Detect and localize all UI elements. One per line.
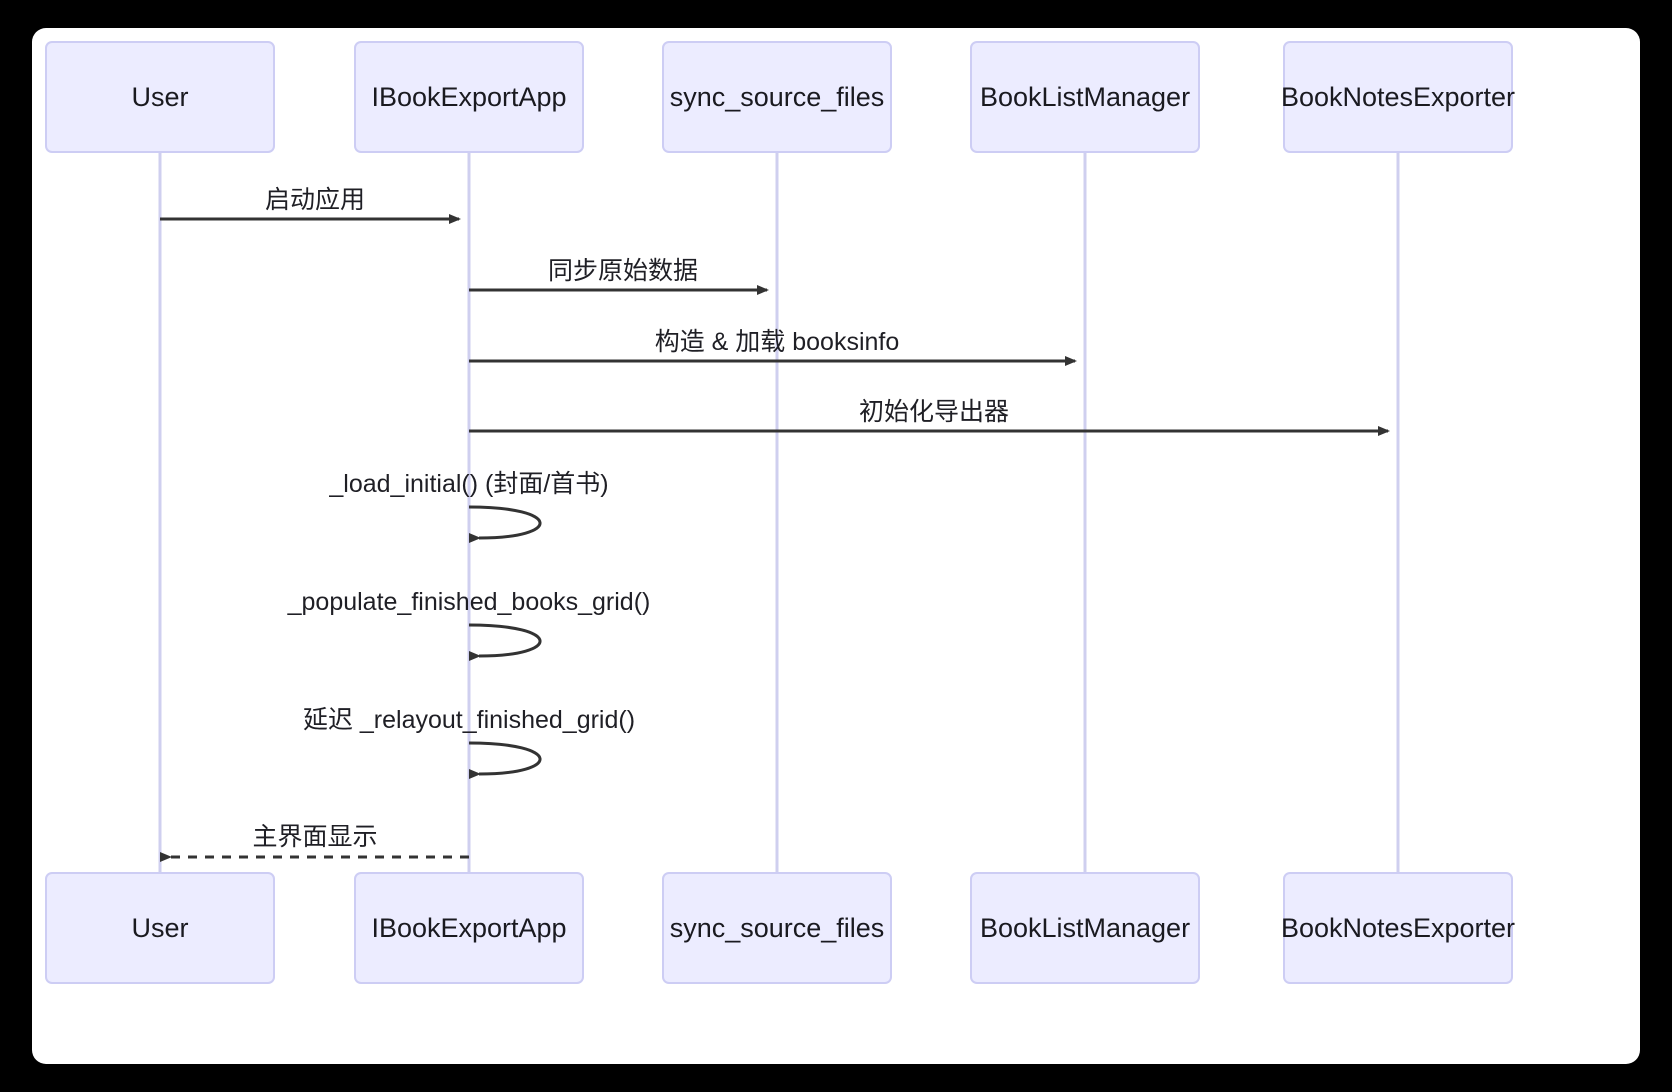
participant-bottom-booklist[interactable]: BookListManager bbox=[970, 872, 1200, 984]
participant-label: BookListManager bbox=[980, 82, 1190, 112]
participants-bottom: User IBookExportApp sync_source_files Bo… bbox=[45, 872, 1515, 984]
participant-label: IBookExportApp bbox=[371, 82, 566, 112]
participant-top-user[interactable]: User bbox=[45, 41, 275, 153]
message-2-sync-raw-data[interactable]: 同步原始数据 bbox=[469, 257, 769, 295]
participant-box[interactable] bbox=[45, 41, 275, 153]
lifelines bbox=[158, 151, 1400, 873]
participant-box[interactable] bbox=[354, 41, 584, 153]
participant-box[interactable] bbox=[45, 872, 275, 984]
message-label: 延迟 _relayout_finished_grid() bbox=[303, 706, 635, 734]
sequence-diagram-svg: User IBookExportApp sync_source_files Bo… bbox=[45, 41, 1515, 984]
participant-box[interactable] bbox=[354, 872, 584, 984]
self-loop-arrow[interactable] bbox=[468, 623, 542, 662]
participant-box[interactable] bbox=[970, 41, 1200, 153]
participant-top-booklist[interactable]: BookListManager bbox=[970, 41, 1200, 153]
participant-box[interactable] bbox=[970, 872, 1200, 984]
participant-bottom-sync[interactable]: sync_source_files bbox=[662, 872, 892, 984]
message-4-init-exporter[interactable]: 初始化导出器 bbox=[469, 398, 1390, 436]
self-loop-arrow[interactable] bbox=[468, 505, 542, 544]
message-label: 构造 & 加载 booksinfo bbox=[655, 328, 900, 356]
participant-box[interactable] bbox=[1283, 41, 1513, 153]
message-label: _load_initial() (封面/首书) bbox=[328, 470, 608, 498]
participant-bottom-app[interactable]: IBookExportApp bbox=[354, 872, 584, 984]
participant-label: BookNotesExporter bbox=[1281, 913, 1515, 943]
message-label: 启动应用 bbox=[265, 186, 365, 214]
participant-label: User bbox=[131, 82, 188, 112]
participants-top: User IBookExportApp sync_source_files Bo… bbox=[45, 41, 1515, 153]
message-label: 初始化导出器 bbox=[859, 398, 1009, 426]
message-7-relayout-finished-grid-self-call[interactable]: 延迟 _relayout_finished_grid() bbox=[303, 706, 635, 780]
message-3-build-load-booksinfo[interactable]: 构造 & 加载 booksinfo bbox=[469, 328, 1077, 366]
participant-top-exporter[interactable]: BookNotesExporter bbox=[1281, 41, 1515, 153]
message-label: 同步原始数据 bbox=[548, 257, 698, 285]
self-loop-arrow[interactable] bbox=[468, 741, 542, 780]
participant-label: IBookExportApp bbox=[371, 913, 566, 943]
participant-bottom-exporter[interactable]: BookNotesExporter bbox=[1281, 872, 1515, 984]
message-5-load-initial-self-call[interactable]: _load_initial() (封面/首书) bbox=[328, 470, 609, 544]
participant-box[interactable] bbox=[1283, 872, 1513, 984]
message-6-populate-finished-books-grid-self-call[interactable]: _populate_finished_books_grid() bbox=[287, 588, 651, 662]
participant-box[interactable] bbox=[662, 41, 892, 153]
participant-label: sync_source_files bbox=[670, 82, 885, 112]
participant-box[interactable] bbox=[662, 872, 892, 984]
participant-label: User bbox=[131, 913, 188, 943]
participant-label: BookNotesExporter bbox=[1281, 82, 1515, 112]
message-1-start-app[interactable]: 启动应用 bbox=[160, 186, 461, 224]
participant-label: sync_source_files bbox=[670, 913, 885, 943]
participant-top-app[interactable]: IBookExportApp bbox=[354, 41, 584, 153]
message-label: 主界面显示 bbox=[252, 823, 377, 851]
participant-top-sync[interactable]: sync_source_files bbox=[662, 41, 892, 153]
message-label: _populate_finished_books_grid() bbox=[287, 588, 651, 616]
message-8-main-ui-shown-return[interactable]: 主界面显示 bbox=[160, 823, 469, 862]
participant-bottom-user[interactable]: User bbox=[45, 872, 275, 984]
diagram-canvas: User IBookExportApp sync_source_files Bo… bbox=[32, 28, 1640, 1064]
participant-label: BookListManager bbox=[980, 913, 1190, 943]
